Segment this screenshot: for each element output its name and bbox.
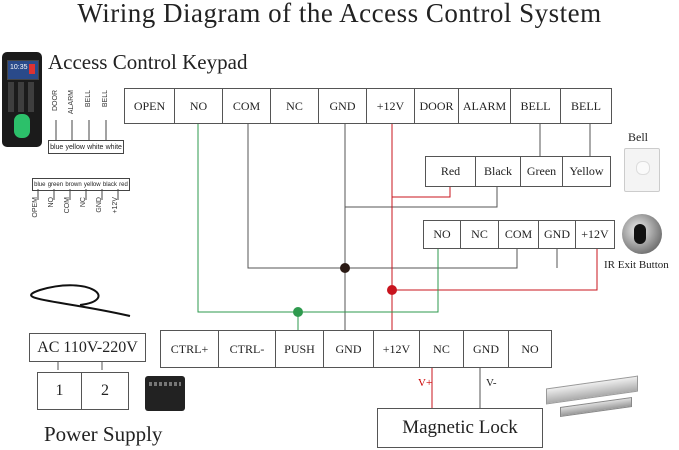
exit-terminal-com: COM <box>499 221 539 248</box>
keypad-device-image: 10:35 <box>2 52 42 147</box>
terminal-12v: +12V <box>367 89 415 123</box>
terminal-door: DOOR <box>415 89 459 123</box>
strip-color-red: red <box>119 181 128 188</box>
exit-terminal-nc: NC <box>461 221 499 248</box>
terminal-gnd: GND <box>319 89 367 123</box>
power-supply-device-image <box>145 376 185 411</box>
terminal-bell-1: BELL <box>511 89 561 123</box>
ctrl-terminal-12v: +12V <box>374 331 420 367</box>
power-port-strip: 1 2 <box>37 372 129 410</box>
keypad-label: Access Control Keypad <box>48 50 248 74</box>
terminal-bell-2: BELL <box>571 98 601 113</box>
bell-terminal-strip: Red Black Green Yellow <box>425 156 611 187</box>
keypad-bottom-connector: blue green brown yellow black red <box>32 178 130 191</box>
exit-terminal-12v: +12V <box>581 227 609 241</box>
ctrl-terminal-gnd-2: GND <box>464 331 509 367</box>
strip-color-green: green <box>47 181 64 188</box>
lock-v-minus-label: V- <box>486 377 497 389</box>
power-supply-label: Power Supply <box>44 422 163 446</box>
strip-color-white-1: white <box>87 143 104 151</box>
ac-voltage-box: AC 110V-220V <box>29 333 146 362</box>
exit-terminal-gnd: GND <box>539 221 576 248</box>
bell-terminal-yellow: Yellow <box>569 164 604 178</box>
ctrl-terminal-no: NO <box>521 341 539 356</box>
terminal-nc: NC <box>271 89 319 123</box>
exit-button-terminal-strip: NO NC COM GND +12V <box>423 220 615 249</box>
exit-button-label: IR Exit Button <box>604 259 669 271</box>
strip-color-yellow: yellow <box>65 143 85 151</box>
diagram-title: Wiring Diagram of the Access Control Sys… <box>77 0 602 28</box>
ctrl-terminal-push: PUSH <box>276 331 324 367</box>
strip-color-blue: blue <box>50 143 64 151</box>
bell-terminal-red: Red <box>426 157 476 186</box>
lock-v-plus-label: V+ <box>418 377 433 389</box>
strip-color-white-2: white <box>105 143 122 151</box>
terminal-no: NO <box>175 89 223 123</box>
terminal-alarm: ALARM <box>459 89 511 123</box>
terminal-com: COM <box>223 89 271 123</box>
strip-color-yellow-b: yellow <box>83 181 101 188</box>
bell-terminal-green: Green <box>521 157 563 186</box>
bell-label: Bell <box>628 130 648 144</box>
controller-terminal-strip: CTRL+ CTRL- PUSH GND +12V NC GND NO <box>160 330 552 368</box>
bell-terminal-black: Black <box>476 157 521 186</box>
magnetic-lock-box: Magnetic Lock <box>377 408 543 448</box>
ac-voltage-label: AC 110V-220V <box>37 338 138 356</box>
strip-color-black: black <box>102 181 117 188</box>
bell-device-image <box>624 148 660 192</box>
ctrl-terminal-ctrl-plus: CTRL+ <box>161 331 219 367</box>
power-port-2: 2 <box>101 382 109 399</box>
power-port-1: 1 <box>38 373 82 409</box>
exit-button-device-image <box>622 214 662 254</box>
ctrl-terminal-gnd: GND <box>324 331 374 367</box>
exit-terminal-no: NO <box>424 221 461 248</box>
ctrl-terminal-nc: NC <box>420 331 464 367</box>
strip-color-brown: brown <box>65 181 82 188</box>
keypad-screen-time: 10:35 <box>10 64 28 71</box>
terminal-open: OPEN <box>125 89 175 123</box>
main-terminal-strip: OPEN NO COM NC GND +12V DOOR ALARM BELL … <box>124 88 612 124</box>
magnetic-lock-label: Magnetic Lock <box>402 417 518 438</box>
ctrl-terminal-ctrl-minus: CTRL- <box>219 331 276 367</box>
magnetic-lock-device-image <box>546 375 646 418</box>
keypad-top-connector: blue yellow white white <box>48 140 124 154</box>
strip-color-blue-b: blue <box>34 181 46 188</box>
